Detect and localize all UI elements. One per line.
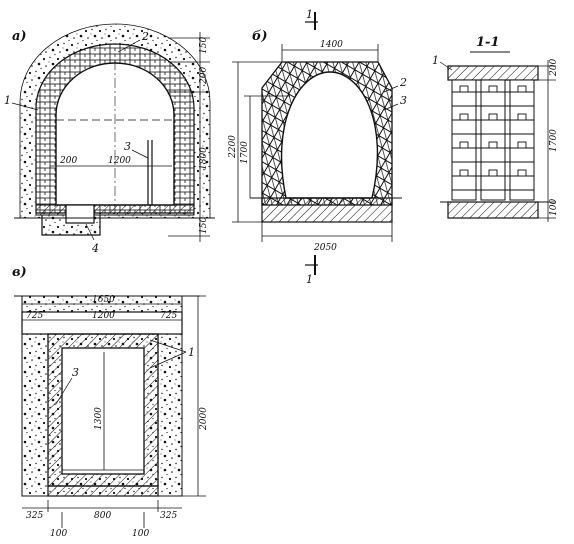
dim-200-top: 200 — [199, 67, 209, 85]
dim-100: 100 — [549, 199, 559, 216]
dim-1300: 1300 — [94, 407, 104, 430]
floor-slab — [35, 204, 195, 216]
figure-b-dims — [232, 44, 393, 242]
section-mark-top: 1 — [306, 8, 313, 21]
figure-b: б) 1 1 1400 2200 1700 20 — [228, 8, 407, 286]
dim-1700: 1700 — [240, 141, 250, 164]
dim-2200: 2200 — [228, 135, 238, 159]
dim-725-right: 725 — [160, 311, 177, 321]
leader-2 — [117, 39, 141, 53]
dim-1800: 1800 — [199, 147, 209, 170]
dim-200: 200 — [549, 59, 559, 77]
dim-1400: 1400 — [320, 40, 343, 50]
dim-800: 800 — [94, 511, 111, 521]
dim-325-left: 325 — [26, 511, 43, 521]
callout-v-1: 1 — [188, 346, 195, 359]
callout-b-3: 3 — [400, 94, 407, 107]
figure-v-label: в) — [12, 265, 27, 280]
section-title: 1-1 — [476, 35, 500, 50]
leader-3 — [55, 377, 73, 405]
block-keys — [459, 85, 527, 177]
figure-a: а) 150 200 1800 200 1200 150 — [4, 23, 215, 255]
leader-2 — [383, 85, 399, 93]
callout-a-3: 3 — [124, 140, 131, 153]
figure-a-dims — [50, 32, 210, 242]
leader-4 — [85, 223, 95, 241]
dim-2050: 2050 — [313, 243, 337, 253]
section-mark-bottom: 1 — [306, 273, 313, 286]
leader-1b — [149, 351, 187, 369]
figure-v: в) 1650 725 1200 725 1300 2000 — [12, 265, 209, 539]
dim-150-bot: 150 — [199, 217, 209, 234]
channel-opening — [61, 347, 145, 475]
leader-1 — [439, 61, 453, 71]
parabolic-opening — [281, 71, 379, 199]
section-dims — [538, 60, 556, 222]
callout-a-1: 1 — [4, 94, 11, 107]
section-base — [447, 201, 539, 219]
figure-b-label: б) — [252, 29, 268, 44]
dim-1650: 1650 — [92, 295, 115, 305]
dim-100-right: 100 — [132, 529, 149, 539]
callout-a-2: 2 — [141, 30, 149, 43]
base-slab — [47, 485, 159, 497]
drain-channel — [65, 204, 95, 224]
dim-725-left: 725 — [26, 311, 43, 321]
leader-3 — [131, 149, 149, 159]
figure-v-dims — [22, 295, 206, 528]
dim-200-left: 200 — [59, 156, 77, 166]
dim-1200: 1200 — [108, 156, 131, 166]
dim-1700: 1700 — [549, 129, 559, 152]
callout-section-1: 1 — [432, 54, 439, 67]
leader-1a — [149, 339, 187, 353]
dim-325-right: 325 — [160, 511, 177, 521]
top-course — [447, 65, 539, 81]
figure-a-label: а) — [12, 29, 27, 44]
dim-150-top: 150 — [199, 37, 209, 54]
dim-100-left: 100 — [50, 529, 67, 539]
callout-v-3: 3 — [72, 366, 79, 379]
leader-1 — [11, 102, 39, 111]
callout-b-2: 2 — [399, 76, 407, 89]
dim-1200: 1200 — [92, 311, 115, 321]
base-slab — [261, 197, 393, 223]
callout-a-4: 4 — [91, 242, 99, 255]
dim-2000: 2000 — [199, 407, 209, 431]
block-columns — [451, 79, 535, 201]
leader-3 — [383, 103, 399, 111]
figure-section-1-1: 1-1 — [432, 35, 559, 222]
